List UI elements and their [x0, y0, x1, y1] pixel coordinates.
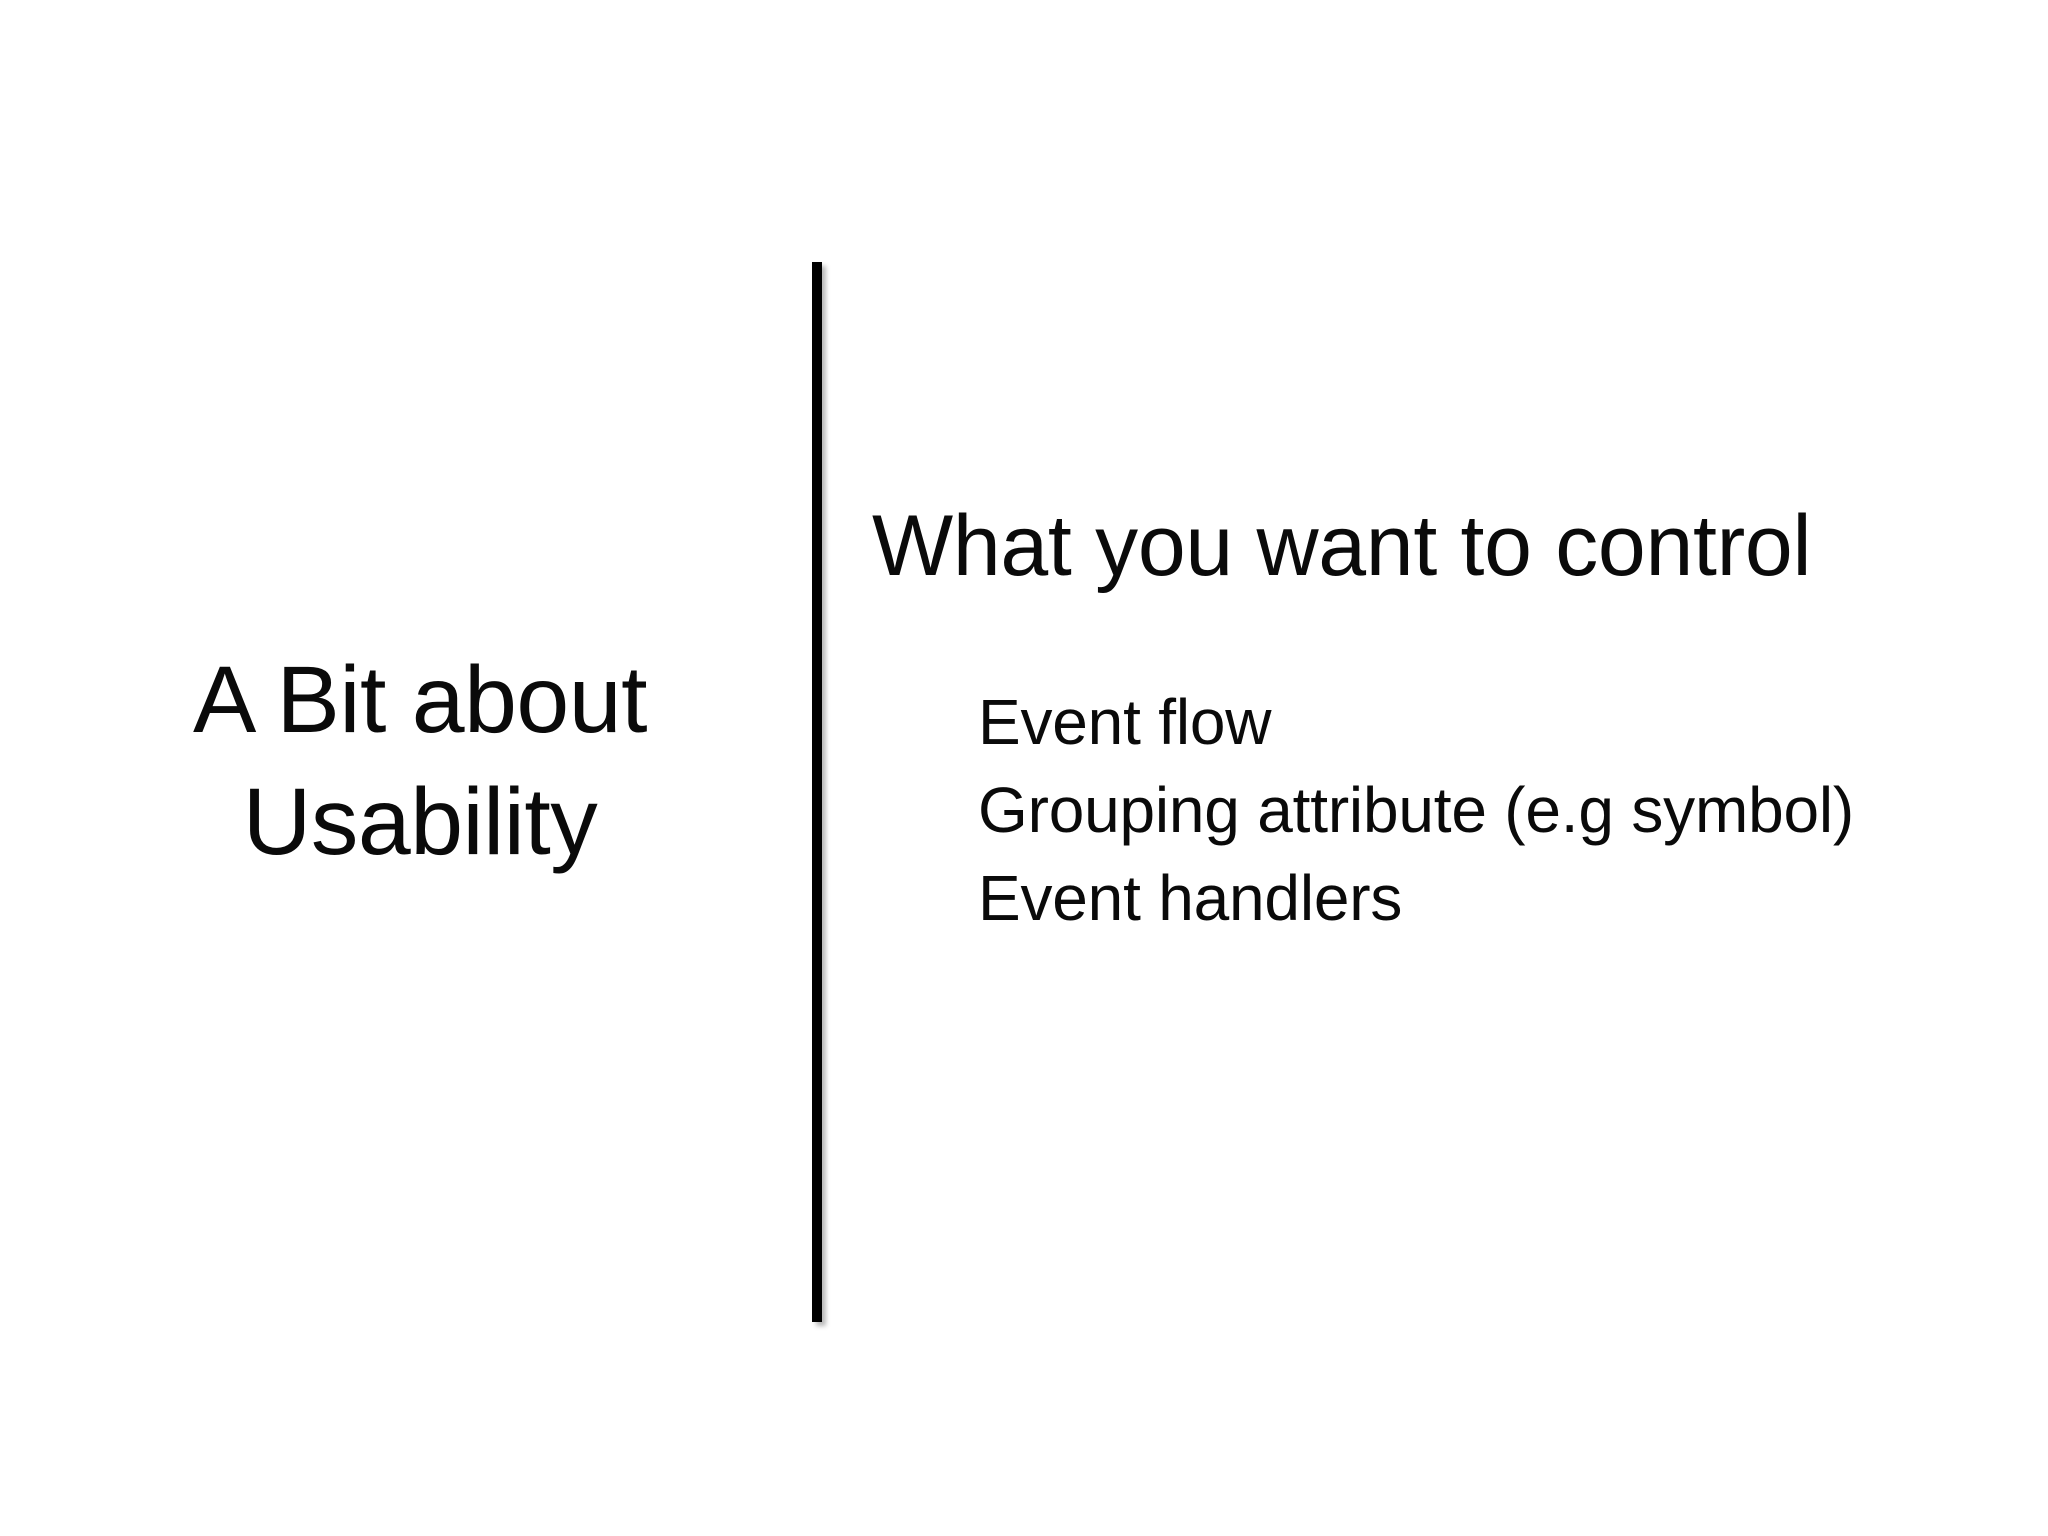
vertical-rule-icon — [812, 262, 822, 1322]
list-item: Grouping attribute (e.g symbol) — [978, 774, 1854, 847]
slide-title: A Bit about Usability — [40, 640, 800, 883]
content-heading: What you want to control — [872, 498, 1812, 594]
content-list: Event flow Grouping attribute (e.g symbo… — [978, 678, 2002, 942]
content-panel: What you want to control Event flow Grou… — [872, 498, 2002, 942]
slide-title-line-2: Usability — [242, 768, 598, 875]
list-item: Event handlers — [978, 862, 1403, 935]
list-item: Event flow — [978, 686, 1272, 759]
slide-title-line-1: A Bit about — [192, 647, 648, 753]
